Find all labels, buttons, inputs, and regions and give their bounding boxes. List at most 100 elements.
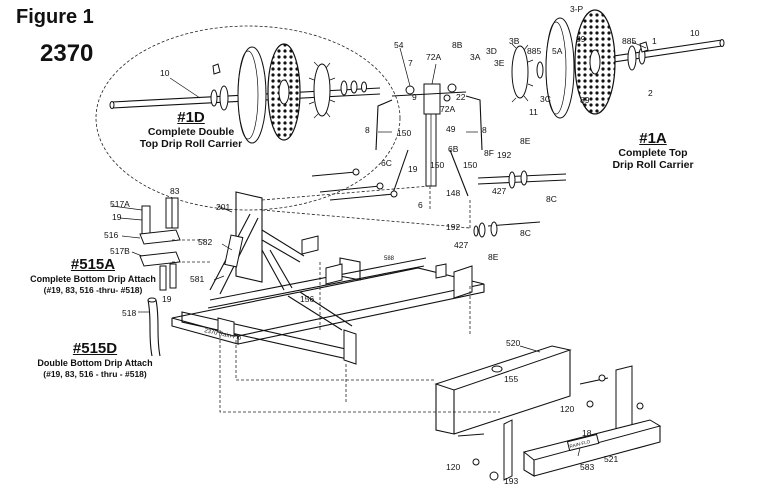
part-label: 192 — [446, 222, 460, 232]
part-label: 517B — [110, 246, 130, 256]
leader-lines — [111, 41, 647, 457]
caption-line: Complete Double — [147, 126, 235, 138]
part-label: 54 — [394, 40, 404, 50]
spiked-wheel — [313, 63, 331, 117]
pin-set-right — [473, 170, 567, 238]
part-label: 3B — [509, 36, 520, 46]
caption-sub: (#19, 83, 516 -thru- #518) — [43, 285, 143, 295]
part-label: 18 — [582, 428, 592, 438]
part-label: 3D — [486, 46, 497, 56]
part-label: 581 — [190, 274, 204, 284]
part-label: 516 — [104, 230, 118, 240]
part-label: 148 — [446, 188, 460, 198]
part-label: 156 — [300, 294, 314, 304]
part-label: 8C — [546, 194, 557, 204]
part-label: 193 — [504, 476, 518, 486]
tray-520 — [434, 345, 572, 391]
caption-1a: #1A Complete Top Drip Roll Carrier — [598, 130, 708, 171]
part-label: 10 — [690, 28, 700, 38]
part-label: 8E — [520, 136, 531, 146]
center-mast — [375, 83, 483, 197]
part-label: 9 — [412, 92, 417, 102]
caption-line: Complete Top — [618, 147, 688, 159]
part-label: 150 — [430, 160, 444, 170]
caption-line: Top Drip Roll Carrier — [139, 138, 243, 150]
main-frame — [171, 191, 485, 365]
carrier-1d-assembly — [109, 43, 381, 144]
part-label: 83 — [170, 186, 180, 196]
part-label: 517A — [110, 199, 130, 209]
caption-515d: #515D Double Bottom Drip Attach (#19, 83… — [20, 340, 170, 380]
part-label: 8C — [520, 228, 531, 238]
part-label: 120 — [446, 462, 460, 472]
model-number: 2370 — [40, 40, 94, 67]
side-bracket — [615, 365, 633, 435]
part-label: 427 — [492, 186, 506, 196]
part-label: 49 — [446, 124, 456, 134]
carrier-1a-assembly — [511, 9, 725, 119]
part-label: 192 — [497, 150, 511, 160]
assembly-guides — [172, 185, 500, 413]
group-outline-1d — [95, 25, 401, 211]
part-label: 8E — [488, 252, 499, 262]
part-label: 582 — [198, 237, 212, 247]
caption-ref: #1D — [177, 109, 205, 126]
figure-title: Figure 1 — [16, 6, 94, 28]
part-label: 427 — [454, 240, 468, 250]
part-label: 8 — [365, 125, 370, 135]
part-label: 8B — [452, 40, 463, 50]
part-label: 150 — [397, 128, 411, 138]
caption-line: Complete Bottom Drip Attach — [30, 274, 156, 284]
part-label: 89 — [580, 95, 590, 105]
part-label: 19 — [162, 294, 172, 304]
part-label: 5A — [552, 46, 563, 56]
part-label: 583 — [580, 462, 594, 472]
part-label: 22 — [456, 92, 466, 102]
frame-post — [343, 329, 357, 365]
part-label: 521 — [604, 454, 618, 464]
part-label: 8F — [484, 148, 494, 158]
caption-ref: #515D — [72, 340, 118, 357]
caption-ref: #515A — [70, 256, 116, 273]
part-label: 518 — [122, 308, 136, 318]
part-label: 3A — [470, 52, 481, 62]
caption-line: Drip Roll Carrier — [612, 159, 694, 171]
part-label: 19 — [408, 164, 418, 174]
part-label: 3C — [540, 94, 551, 104]
part-label: 155 — [504, 374, 518, 384]
drip-tube-518 — [147, 299, 153, 357]
part-label: 10 — [160, 68, 170, 78]
caption-515a: #515A Complete Bottom Drip Attach (#19, … — [18, 256, 168, 296]
part-label: 8 — [482, 125, 487, 135]
spiked-wheel-right — [511, 45, 529, 99]
arm-left — [375, 99, 393, 151]
part-label: 7 — [408, 58, 413, 68]
tray-decal: RAIN-FLO — [569, 439, 591, 449]
caption-ref: #1A — [639, 130, 667, 147]
part-label: 201 — [216, 202, 230, 212]
part-label: 885 — [622, 36, 636, 46]
caption-line: Double Bottom Drip Attach — [37, 358, 153, 368]
part-label: 150 — [463, 160, 477, 170]
decal-583 — [566, 433, 600, 452]
part-label: 3E — [494, 58, 505, 68]
part-label: 6 — [418, 200, 423, 210]
hub-plate — [219, 85, 229, 111]
part-label: 3-P — [570, 4, 584, 14]
disc-plain — [237, 46, 267, 144]
part-label: 1 — [652, 36, 657, 46]
bottom-drip-attach — [139, 197, 181, 357]
caption-sub: (#19, 83, 516 - thru - #518) — [43, 369, 147, 379]
washer — [210, 89, 218, 107]
plug-155 — [491, 365, 503, 373]
part-label: 11 — [529, 107, 538, 117]
part-label: 6C — [381, 158, 392, 168]
caption-1d: #1D Complete Double Top Drip Roll Carrie… — [126, 109, 256, 150]
part-label: 72A — [440, 104, 455, 114]
part-label: 19 — [112, 212, 122, 222]
part-label: 2 — [648, 88, 653, 98]
part-label: 520 — [506, 338, 520, 348]
part-label: 89 — [576, 34, 586, 44]
